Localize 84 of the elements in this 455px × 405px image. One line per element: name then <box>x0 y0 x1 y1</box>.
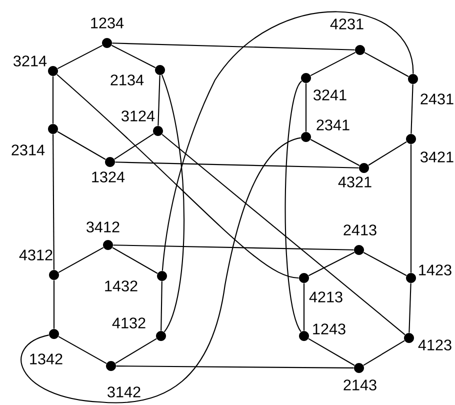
vertex: 2134 <box>110 65 165 86</box>
vertex: 3421 <box>406 134 454 162</box>
vertex: 4123 <box>404 333 452 350</box>
edge-line <box>57 44 103 70</box>
edge-line <box>162 11 414 271</box>
edge-line <box>308 252 355 276</box>
node-label: 4312 <box>19 250 52 260</box>
vertex: 4132 <box>112 318 166 341</box>
edge-line <box>160 281 162 331</box>
vertex: 4312 <box>19 250 59 280</box>
node-label: 2143 <box>344 380 376 390</box>
edge-line <box>363 340 405 366</box>
edge-line <box>115 338 157 364</box>
node-label: 4123 <box>418 340 452 350</box>
node-label: 3421 <box>420 152 454 162</box>
vertex: 1423 <box>406 264 452 283</box>
edge-line <box>410 144 412 273</box>
vertex: 2314 <box>12 124 58 156</box>
edge-line <box>20 137 301 404</box>
vertex: 4231 <box>330 18 365 55</box>
edge-line <box>56 74 299 279</box>
edge-line <box>305 83 307 132</box>
vertex: 3241 <box>301 73 346 100</box>
edge-line <box>115 162 359 168</box>
node-label: 2314 <box>12 144 45 156</box>
edge-line <box>112 247 158 274</box>
node-label: 3214 <box>14 56 47 66</box>
edge-line <box>113 244 354 250</box>
edge-line <box>161 74 185 332</box>
node-label: 3142 <box>108 386 140 398</box>
vertex: 3124 <box>122 110 163 136</box>
node-label: 4231 <box>330 18 364 30</box>
edge-line <box>303 283 305 331</box>
edge-line <box>410 84 414 134</box>
edge-line <box>57 131 106 160</box>
node-label: 2431 <box>420 94 454 104</box>
edge-line <box>364 52 409 77</box>
vertex: 2143 <box>344 363 376 390</box>
edge-line <box>53 280 55 329</box>
vertex: 3214 <box>14 56 58 76</box>
vertex: 1234 <box>91 18 124 48</box>
node-label: 1342 <box>30 354 62 364</box>
node-label: 3241 <box>314 90 346 100</box>
vertex: 1243 <box>299 324 346 341</box>
node-label: 4321 <box>338 176 372 188</box>
edge-line <box>111 44 156 68</box>
edge-line <box>112 42 355 50</box>
vertex: 3412 <box>86 222 120 250</box>
edge-line <box>52 76 54 124</box>
node-label: 1243 <box>313 324 346 334</box>
vertex: 4321 <box>338 163 372 188</box>
node-label: 2413 <box>344 224 376 236</box>
vertex: 1324 <box>92 157 125 182</box>
vertex: 2431 <box>408 74 454 104</box>
edge-line <box>310 52 356 76</box>
node-label: 3124 <box>122 110 155 122</box>
node-label: 3412 <box>86 222 120 232</box>
node-label: 1432 <box>105 280 138 292</box>
edge-line <box>368 141 407 166</box>
node-label: 2134 <box>110 74 144 86</box>
edge-line <box>58 336 107 364</box>
vertex: 4213 <box>299 273 342 302</box>
node-label: 1423 <box>419 264 452 276</box>
node-label: 4132 <box>112 318 146 328</box>
edge-line <box>284 80 302 332</box>
vertex: 2341 <box>301 120 350 142</box>
vertex: 3142 <box>106 361 140 398</box>
edge-line <box>308 338 355 366</box>
edge-line <box>158 75 160 126</box>
node-label: 2341 <box>316 120 350 130</box>
vertex: 1342 <box>30 329 62 364</box>
edge-line <box>58 247 104 273</box>
node-label: 1234 <box>91 18 124 28</box>
edge-line <box>116 366 354 368</box>
edge-line <box>363 252 407 276</box>
edge-line <box>162 134 406 336</box>
vertex: 2413 <box>344 224 376 255</box>
edge-line <box>114 133 154 160</box>
node-label: 1324 <box>92 172 125 182</box>
edge-line <box>52 134 54 270</box>
edge-line <box>408 283 412 333</box>
vertex: 1432 <box>105 271 167 292</box>
edge-line <box>310 139 360 166</box>
node-label: 4213 <box>309 292 342 302</box>
